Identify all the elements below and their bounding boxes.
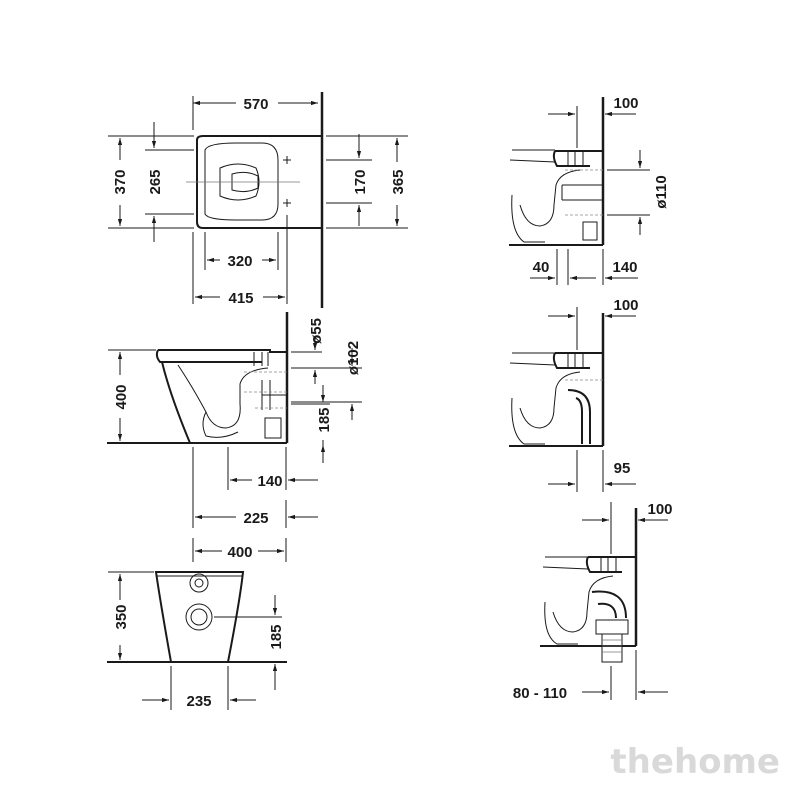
dim-365-label: 365 — [390, 169, 407, 194]
front-view: 350 185 235 — [107, 571, 287, 710]
watermark-logo: thehome — [610, 742, 780, 782]
top-view-dimensions — [108, 96, 408, 304]
dim-140-label: 140 — [257, 473, 282, 490]
dim-o55-label: ø55 — [308, 318, 325, 344]
dim-370-label: 370 — [112, 169, 129, 194]
v1-dim-140-label: 140 — [612, 259, 637, 276]
dim-170-label: 170 — [352, 169, 369, 194]
dim-235-label: 235 — [186, 693, 211, 710]
v1-dim-100-label: 100 — [613, 95, 638, 112]
side-view-dimensions — [108, 336, 362, 562]
v1-dim-40-label: 40 — [533, 259, 550, 276]
v2-dim-100-label: 100 — [613, 297, 638, 314]
variant-2-dimensions — [548, 307, 636, 492]
variant-3-dimensions — [582, 502, 668, 700]
toilet-variant-2-outline — [509, 352, 603, 445]
variant-1-dimensions — [530, 106, 650, 285]
dim-185-label: 185 — [316, 407, 333, 432]
top-view: 570 370 265 170 365 320 415 — [108, 92, 408, 308]
dim-185-front-label: 185 — [268, 624, 285, 649]
dim-415-label: 415 — [228, 290, 253, 307]
variant-2-view: 100 95 — [509, 297, 639, 492]
dim-400-height-label: 400 — [113, 384, 130, 409]
toilet-variant-3-outline — [542, 556, 636, 663]
toilet-front-outline — [154, 571, 245, 663]
v3-dim-range-label: 80 - 110 — [513, 685, 567, 702]
dim-350-label: 350 — [113, 604, 130, 629]
toilet-variant-1-outline — [509, 149, 603, 243]
dim-265-label: 265 — [147, 169, 164, 194]
variant-1-view: 100 ø110 40 140 — [509, 95, 670, 285]
v2-dim-95-label: 95 — [614, 460, 631, 477]
dim-225-label: 225 — [243, 510, 268, 527]
dim-400-depth-label: 400 — [227, 544, 252, 561]
side-view: ø55 ø102 400 185 140 225 400 — [107, 312, 362, 562]
toilet-side-outline — [155, 349, 287, 444]
dim-320-label: 320 — [227, 253, 252, 270]
v1-dim-o110-label: ø110 — [653, 175, 670, 208]
toilet-top-outline — [186, 135, 323, 229]
dim-o102-label: ø102 — [345, 341, 362, 375]
front-view-dimensions — [108, 571, 282, 710]
v3-dim-100-label: 100 — [647, 501, 672, 518]
dim-570-label: 570 — [243, 96, 268, 113]
variant-3-view: 100 80 - 110 — [513, 501, 673, 702]
